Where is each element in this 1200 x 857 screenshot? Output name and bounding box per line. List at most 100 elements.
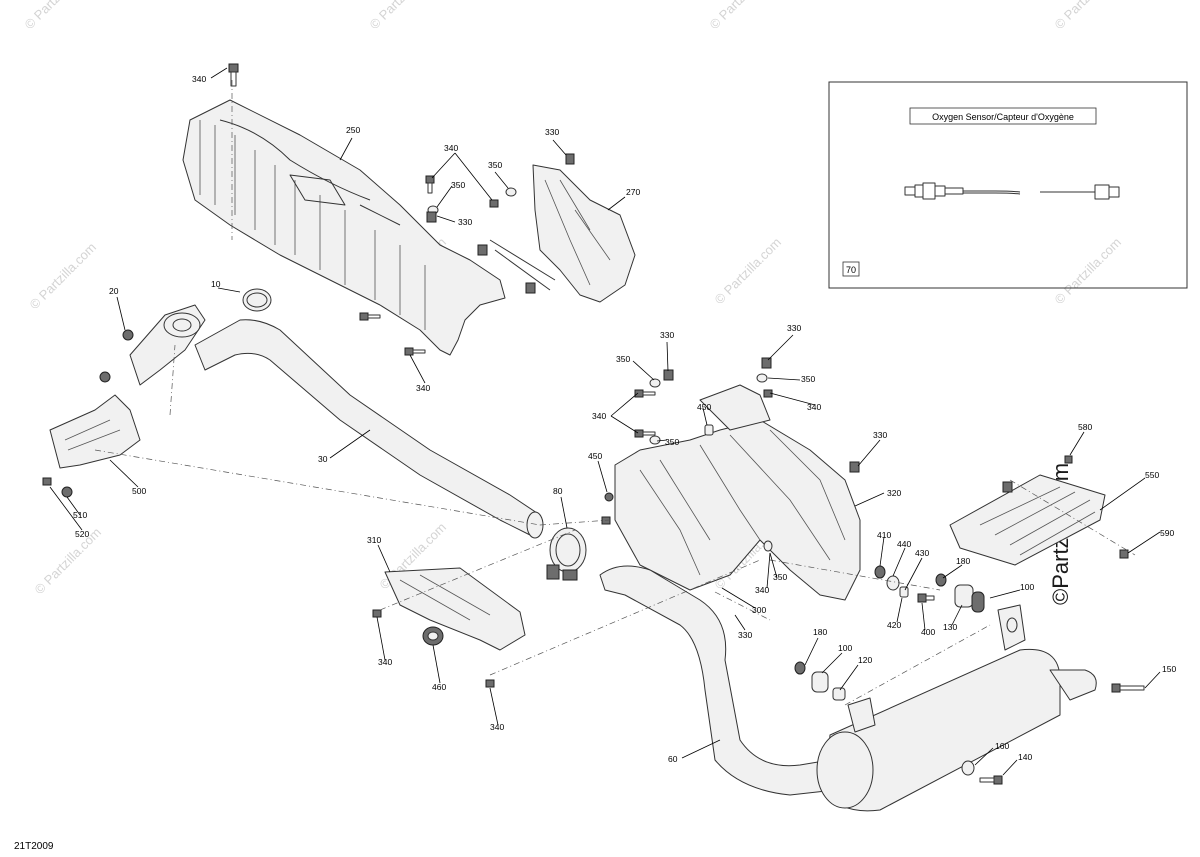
bushing-icon [971, 591, 985, 613]
callout-label: 340 [755, 585, 769, 595]
callout-label: 330 [458, 217, 472, 227]
callout-label: 350 [451, 180, 465, 190]
bolt-icon [1064, 455, 1073, 464]
bracket-310 [384, 567, 526, 651]
assembly-lines [94, 80, 1136, 706]
bolt-icon [425, 175, 435, 194]
grommet-460 [422, 626, 444, 646]
clip-icon [565, 153, 575, 165]
callout-label: 100 [1020, 582, 1034, 592]
bolt-icon [1119, 549, 1129, 559]
callout-label: 350 [665, 437, 679, 447]
callout-label: 350 [616, 354, 630, 364]
callout-label: 160 [995, 741, 1009, 751]
nut-icon [122, 329, 134, 341]
washer-icon [649, 435, 661, 445]
bushing-icon [811, 671, 829, 693]
callout-label: 30 [318, 454, 328, 464]
callout-label: 350 [488, 160, 502, 170]
exhaust-flange-bracket [129, 288, 272, 386]
callout-label: 330 [545, 127, 559, 137]
callout-label: 340 [490, 722, 504, 732]
bolt-icon [634, 389, 656, 398]
clip-icon [426, 211, 437, 223]
callout-label: 140 [1018, 752, 1032, 762]
clip-icon [663, 369, 674, 381]
bolt-icon [42, 477, 52, 486]
inset-frame [828, 81, 1188, 289]
callout-label: 420 [887, 620, 901, 630]
callout-label: 330 [738, 630, 752, 640]
callout-label: 330 [787, 323, 801, 333]
heat-shield-300-320 [614, 384, 861, 601]
inset-part-number-box [842, 261, 860, 277]
bolt-icon [1111, 683, 1145, 693]
callout-label: 590 [1160, 528, 1174, 538]
nut-icon [935, 573, 947, 587]
washer-icon [886, 575, 900, 591]
callout-label: 340 [378, 657, 392, 667]
callout-label: 60 [668, 754, 678, 764]
bushing-icon [899, 586, 909, 598]
inset-part-number: 70 [846, 265, 856, 275]
washer-icon [756, 373, 768, 383]
callout-label: 400 [921, 627, 935, 637]
nut-icon [874, 565, 886, 579]
clip-icon [525, 282, 536, 294]
bolt-icon [979, 775, 1003, 785]
bolt-icon [917, 593, 935, 603]
bushing-icon [954, 584, 974, 608]
callout-label: 350 [801, 374, 815, 384]
watermark: © Partzilla.com [27, 240, 100, 313]
clip-icon [761, 357, 772, 369]
callout-label: 20 [109, 286, 119, 296]
callout-label: 510 [73, 510, 87, 520]
oxygen-sensor-drawing [904, 182, 1120, 200]
callouts: 340 250 330 270 340 350 350 330 10 20 34… [73, 74, 1176, 764]
callout-label: 340 [592, 411, 606, 421]
bolt-icon [404, 347, 426, 356]
nut-icon [604, 492, 614, 502]
watermark: © Partzilla.com [707, 0, 780, 32]
heat-shield-550 [949, 474, 1106, 566]
watermark: © Partzilla.com [1052, 235, 1125, 308]
clip-icon [477, 244, 488, 256]
callout-label: 270 [626, 187, 640, 197]
tail-pipe-60 [599, 565, 836, 796]
nut-icon [794, 661, 806, 675]
callout-label: 100 [838, 643, 852, 653]
callout-label: 550 [1145, 470, 1159, 480]
bolt-icon [372, 609, 382, 618]
callout-label: 310 [367, 535, 381, 545]
callout-label: 300 [752, 605, 766, 615]
callout-label: 450 [697, 402, 711, 412]
nut-icon [99, 371, 111, 383]
callout-label: 340 [416, 383, 430, 393]
watermark: © Partzilla.com [1052, 0, 1125, 32]
callout-label: 250 [346, 125, 360, 135]
bolt-icon [228, 63, 239, 87]
callout-label: 320 [887, 488, 901, 498]
watermark: © Partzilla.com [32, 525, 105, 598]
washer-icon [961, 760, 975, 776]
oxygen-sensor-inset: Oxygen Sensor/Capteur d'Oxygène 70 [828, 81, 1188, 289]
muffler [816, 604, 1097, 812]
callout-label: 350 [773, 572, 787, 582]
washer-icon [505, 187, 517, 197]
callout-label: 120 [858, 655, 872, 665]
exhaust-pipe-30 [194, 319, 544, 539]
watermark: © Partzilla.com [22, 0, 95, 32]
callout-label: 410 [877, 530, 891, 540]
watermark: © Partzilla.com [367, 0, 440, 32]
bolt-icon [489, 199, 499, 208]
callout-label: 580 [1078, 422, 1092, 432]
bushing-icon [832, 687, 846, 701]
heat-shield-500 [49, 394, 141, 469]
callout-label: 430 [915, 548, 929, 558]
watermarks: © Partzilla.com © Partzilla.com © Partzi… [22, 0, 1125, 605]
callout-label: 330 [873, 430, 887, 440]
washer-icon [763, 540, 773, 552]
bolt-icon [634, 429, 656, 438]
callout-label: 340 [192, 74, 206, 84]
